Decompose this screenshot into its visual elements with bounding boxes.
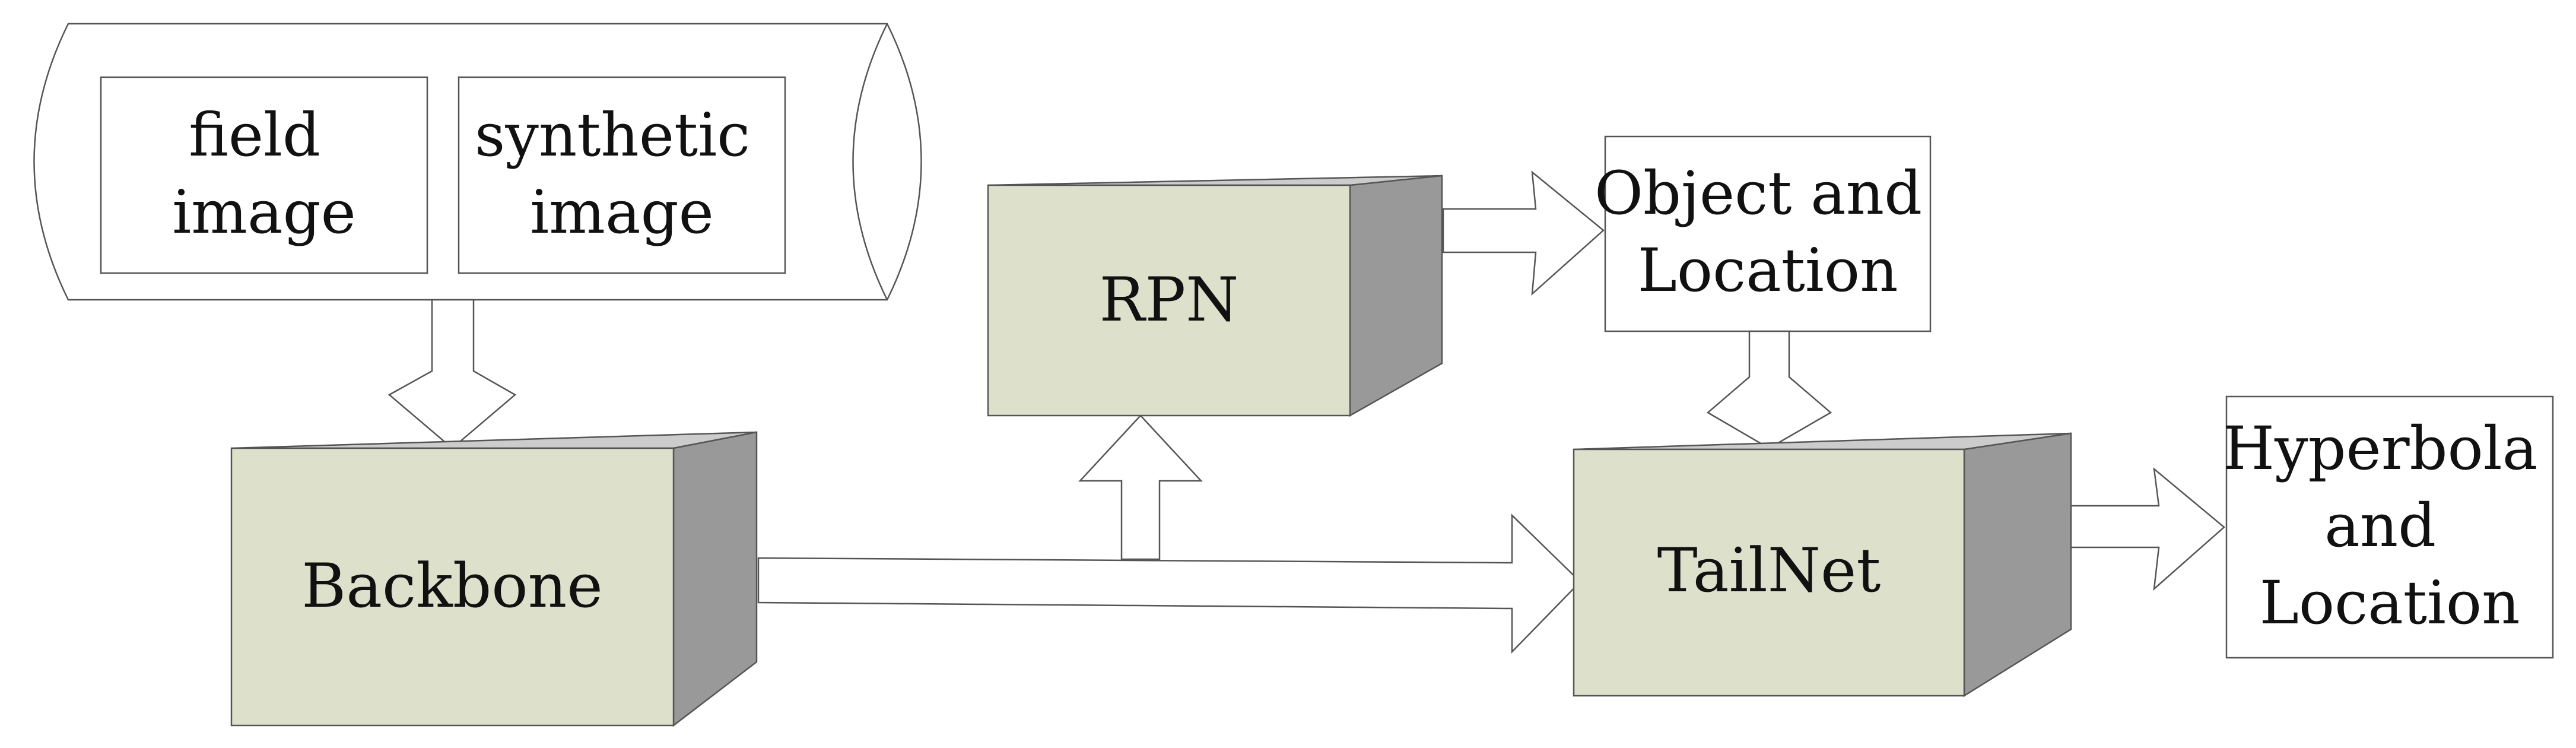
- svg-text:synthetic image: synthetic image: [475, 100, 769, 247]
- tailnet-block-side: [1963, 432, 2072, 698]
- hyperbola-location-line-3: Location: [2259, 568, 2520, 638]
- field-image-box: [100, 76, 428, 274]
- arrow-tailnet-to-hyperbola: [2070, 467, 2225, 591]
- hyperbola-location-line-1: Hyperbola: [2223, 414, 2538, 483]
- object-location-frame: [1604, 135, 1932, 332]
- rpn-block-side: [1349, 175, 1443, 417]
- arrow-backbone-to-rpn: [1078, 414, 1203, 560]
- rpn-label: RPN: [1100, 265, 1239, 335]
- backbone-block-top: [231, 431, 757, 449]
- svg-text:Hyperbola and Loca: Hyperbola and Location: [2223, 414, 2556, 638]
- tailnet-block: TailNet: [1573, 432, 2072, 698]
- arrow-rpn-to-object-location: [1442, 170, 1605, 296]
- backbone-block-side: [672, 431, 758, 727]
- data-source-cylinder-rim: [852, 23, 888, 300]
- tailnet-label: TailNet: [1657, 535, 1881, 606]
- field-image-line-1: field: [189, 100, 320, 170]
- backbone-block-front: [230, 447, 675, 727]
- field-image-line-2: image: [172, 178, 356, 247]
- object-location-box: Object and Location: [1594, 135, 1941, 332]
- svg-text:field image: field image: [172, 100, 356, 247]
- svg-text:Object and Location: Object and Location: [1594, 159, 1941, 305]
- tailnet-block-front: [1573, 448, 1965, 697]
- hyperbola-location-frame: [2225, 395, 2554, 659]
- data-source-container: field image synthetic image: [33, 23, 922, 301]
- object-location-line-1: Object and: [1594, 159, 1922, 228]
- synthetic-image-box: [458, 76, 786, 274]
- synthetic-image-line-1: synthetic: [475, 100, 750, 170]
- synthetic-image-line-2: image: [530, 178, 714, 247]
- hyperbola-location-box: Hyperbola and Location: [2223, 395, 2556, 659]
- hyperbola-location-line-2: and: [2324, 491, 2436, 560]
- rpn-block: RPN: [987, 175, 1443, 417]
- rpn-block-front: [987, 184, 1351, 417]
- object-location-line-2: Location: [1637, 236, 1898, 305]
- arrow-data-to-backbone: [387, 299, 517, 449]
- backbone-label: Backbone: [301, 551, 602, 622]
- arrow-backbone-to-tailnet: [757, 514, 1581, 654]
- arrow-object-location-to-tailnet: [1706, 330, 1832, 449]
- backbone-block: Backbone: [230, 431, 758, 727]
